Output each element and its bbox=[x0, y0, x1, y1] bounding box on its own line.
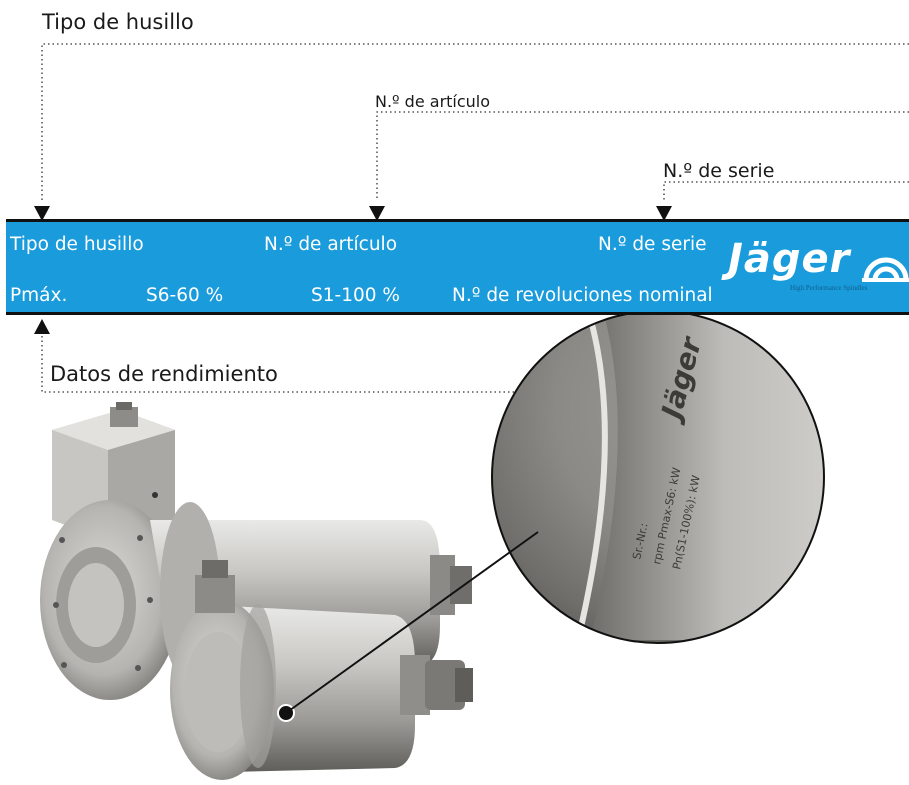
arrow-heads bbox=[34, 206, 672, 334]
plate-numero-articulo: N.º de artículo bbox=[264, 234, 398, 255]
arrow-down-icon bbox=[369, 206, 385, 221]
callout-datos-rendimiento: Datos de rendimiento bbox=[50, 362, 278, 386]
jager-logo-arc-icon bbox=[862, 257, 909, 282]
nameplate: Tipo de husillo N.º de artículo N.º de s… bbox=[6, 219, 909, 315]
plate-s6: S6-60 % bbox=[146, 285, 224, 306]
arrow-up-icon bbox=[34, 319, 50, 334]
plate-revoluciones: N.º de revoluciones nominal bbox=[452, 285, 713, 306]
brand-logo-text: Jäger bbox=[728, 236, 851, 282]
plate-pmax: Pmáx. bbox=[10, 285, 68, 306]
arrow-down-icon bbox=[656, 206, 672, 221]
spindle-small-image bbox=[170, 560, 473, 780]
plate-numero-serie: N.º de serie bbox=[598, 234, 707, 255]
zoom-pointer-line bbox=[285, 531, 539, 714]
arrow-down-icon bbox=[34, 206, 50, 221]
leader-lines bbox=[41, 43, 909, 393]
callout-tipo-de-husillo: Tipo de husillo bbox=[42, 10, 194, 34]
brand-tagline: High Performance Spindles bbox=[790, 284, 868, 292]
callout-numero-serie: N.º de serie bbox=[663, 160, 775, 182]
callout-numero-articulo: N.º de artículo bbox=[375, 92, 491, 111]
plate-s1: S1-100 % bbox=[311, 285, 400, 306]
plate-tipo-de-husillo: Tipo de husillo bbox=[10, 234, 144, 255]
zoom-detail: Jäger Sr.-Nr.: rpm Pmax-S6: kW Pn(S1-100… bbox=[491, 310, 825, 644]
